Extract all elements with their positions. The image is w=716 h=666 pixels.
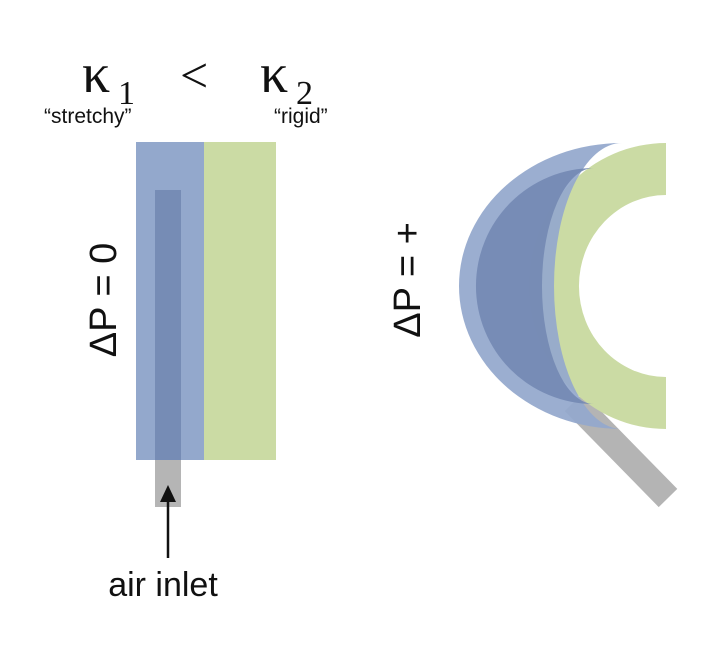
unpressurized-actuator (136, 142, 276, 507)
stretchy-label: “stretchy” (44, 105, 132, 128)
air-channel-bent (475, 167, 594, 404)
arrow-head-icon (160, 485, 176, 502)
kappa2-subscript: 2 (296, 75, 313, 112)
stiffness-header: κ 1 < κ 2 “stretchy” “rigid” (44, 43, 328, 128)
rigid-layer-bent (529, 143, 666, 429)
kappa1-symbol: κ (82, 43, 110, 105)
rigid-layer (204, 142, 276, 460)
rigid-label: “rigid” (274, 105, 328, 128)
pressure-positive-label: ΔP = + (387, 222, 429, 338)
kappa2-symbol: κ (260, 43, 288, 105)
pressure-zero-label: ΔP = 0 (83, 243, 125, 357)
pressurized-actuator (459, 143, 678, 508)
air-channel (155, 190, 181, 460)
kappa1-subscript: 1 (118, 75, 135, 112)
less-than-operator: < (180, 47, 208, 103)
air-inlet-label: air inlet (108, 566, 218, 604)
inlet-arrow (160, 485, 176, 558)
